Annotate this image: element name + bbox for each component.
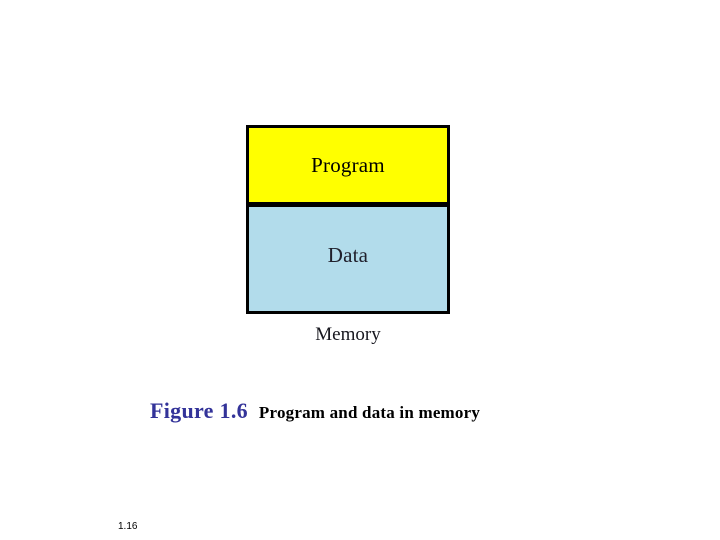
figure-title: Program and data in memory (258, 403, 481, 422)
figure-number: Figure 1.6 (150, 398, 248, 423)
memory-block-data-label: Data (327, 242, 369, 267)
memory-block-data: Data (246, 204, 450, 314)
figure-caption: Figure 1.6 Program and data in memory (150, 398, 480, 424)
memory-diagram-label: Memory (315, 324, 381, 345)
memory-block-program: Program (246, 125, 450, 205)
memory-diagram: Program Data (246, 125, 450, 314)
memory-block-program-label: Program (311, 152, 385, 177)
slide-number: 1.16 (118, 521, 138, 532)
